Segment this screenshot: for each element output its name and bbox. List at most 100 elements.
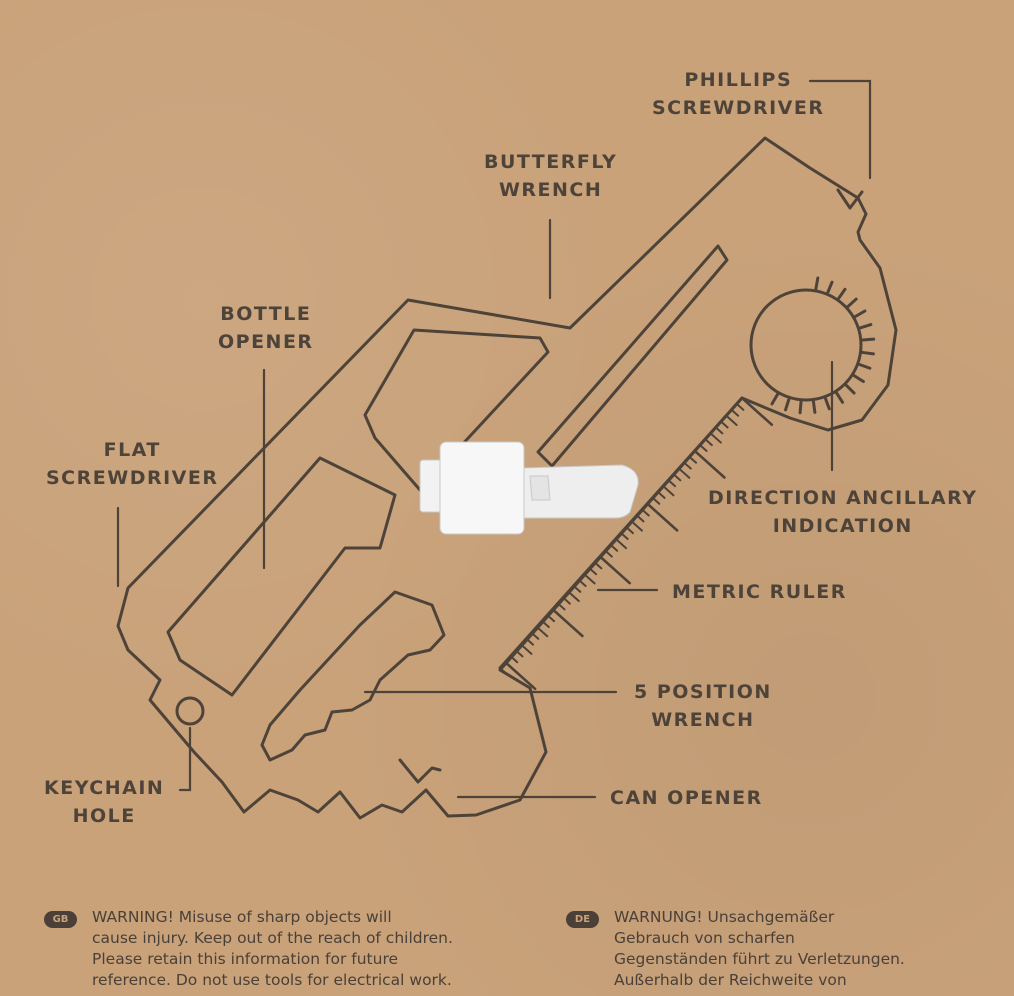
plastic-clip [419,441,639,535]
ruler-tick [562,596,571,605]
direction-tick [823,397,831,411]
country-badge: DE [566,911,599,928]
label-line: WRENCH [651,709,755,731]
ruler-tick [577,578,587,587]
label-line: SCREWDRIVER [46,467,219,489]
direction-tick [858,323,873,330]
ruler-tick-marks [499,396,774,691]
ruler-tick [704,438,713,447]
phillips-notch [836,188,864,210]
warning-line: cause injury. Keep out of the reach of c… [92,929,453,947]
keychain-hole [175,696,205,726]
warning-line: WARNUNG! Unsachgemäßer [614,908,835,926]
label-line: WRENCH [498,179,603,201]
warning-text: WARNING! Misuse of sharp objects will ca… [92,907,453,991]
tool-outline [116,136,898,820]
direction-tick [811,400,817,414]
ruler-tick [667,479,677,488]
ruler-tick [620,532,629,541]
ruler-tick [614,537,628,550]
label-line: KEYCHAIN [44,777,165,799]
label-line: PHILLIPS [684,69,793,91]
ruler-tick [530,631,540,640]
label-direction-indication: DIRECTION ANCILLARY INDICATION [708,484,977,540]
label-line: 5 POSITION [634,681,772,703]
direction-tick [784,397,791,412]
direction-tick [846,297,858,308]
ruler-tick [588,567,598,576]
label-keychain-hole: KEYCHAIN HOLE [44,774,164,830]
ruler-tick [725,414,738,426]
direction-tick [852,374,865,384]
ruler-tick [635,514,645,523]
direction-tick-marks [770,276,876,415]
ruler-tick [693,449,726,479]
warning-line: Gebrauch von scharfen [614,929,795,947]
ruler-tick [683,461,692,470]
label-line: METRIC RULER [672,581,847,603]
butterfly-wrench-slot [536,244,729,468]
ruler-tick [709,432,722,444]
ruler-tick [698,443,708,452]
ruler-tick [719,420,729,429]
label-bottle-opener: BOTTLE OPENER [218,300,314,356]
ruler-tick [625,526,634,535]
direction-tick [837,287,847,300]
direction-tick [853,309,867,318]
warning-line: WARNING! Misuse of sharp objects will [92,908,392,926]
label-metric-ruler: METRIC RULER [672,578,847,606]
ruler-tick [641,508,650,517]
ruler-tick [546,614,556,623]
ruler-tick [499,667,508,676]
label-line: BOTTLE [220,303,312,325]
label-line: FLAT [103,439,161,461]
ruler-tick [567,590,580,603]
ruler-tick [651,496,661,505]
ruler-tick [714,426,724,435]
ruler-tick [730,408,740,417]
ruler-tick [551,608,584,638]
label-flat-screwdriver: FLAT SCREWDRIVER [46,436,218,492]
label-line: SCREWDRIVER [652,97,825,119]
label-line: INDICATION [772,515,913,537]
leader-lines [116,79,872,799]
ruler-tick [609,543,619,552]
label-can-opener: CAN OPENER [610,784,763,812]
ruler-tick [688,455,698,464]
phillips-leader [808,79,872,180]
direction-tick [861,350,875,356]
warning-text: WARNUNG! Unsachgemäßer Gebrauch von scha… [614,907,905,991]
ruler-tick [535,625,549,638]
ruler-tick [541,620,550,629]
ruler-tick [514,649,524,658]
direction-tick [861,337,876,342]
direction-tick [826,280,834,294]
label-butterfly-wrench: BUTTERFLY WRENCH [484,148,617,204]
ruler-tick [662,485,675,497]
five-position-wrench-jaw [260,590,446,762]
direction-tick [844,383,856,395]
warning-line: Please retain this information for futur… [92,950,399,968]
ruler-tick [604,549,613,558]
ruler-tick [503,660,537,691]
ruler-tick [520,643,533,655]
direction-tick [798,400,803,415]
warning-line: reference. Do not use tools for electric… [92,971,452,989]
ruler-tick [556,602,566,611]
direction-tick [814,276,820,291]
ruler-tick [672,473,682,482]
ruler-tick [598,555,632,585]
ruler-tick [656,490,666,499]
label-phillips-screwdriver: PHILLIPS SCREWDRIVER [652,66,824,122]
keychain-leader [178,726,192,792]
ruler-tick [735,402,745,411]
label-line: OPENER [218,331,314,353]
ruler-tick [740,396,774,426]
label-line: DIRECTION ANCILLARY [708,487,978,509]
inner-cutout [166,456,397,697]
direction-tick [835,391,845,404]
ruler-tick [572,584,582,593]
ruler-tick [593,561,603,570]
ruler-tick [525,637,535,646]
label-line: CAN OPENER [610,787,763,809]
